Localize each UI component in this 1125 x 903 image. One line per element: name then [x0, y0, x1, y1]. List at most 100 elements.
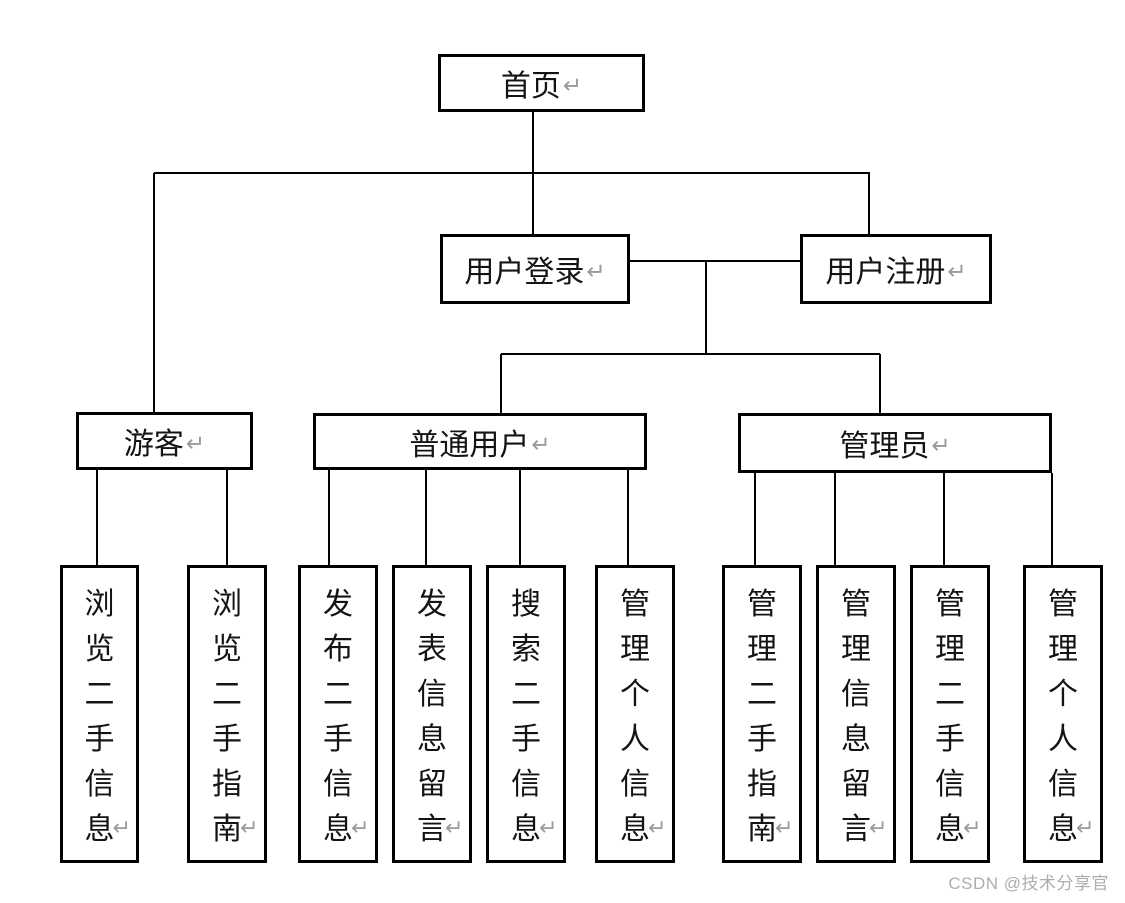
paragraph-return-mark: ↵: [351, 816, 370, 841]
node-browse-secondhand-info: 浏览二手信息↵: [60, 565, 139, 863]
node-regular-user: 普通用户↵: [313, 413, 647, 470]
connector-line: [627, 470, 629, 565]
node-label-char: 指: [212, 768, 242, 801]
paragraph-return-mark: ↵: [586, 259, 606, 285]
node-search-secondhand-info: 搜索二手信息↵: [486, 565, 566, 863]
node-label-char: 索: [511, 633, 541, 666]
node-label-char: 息: [841, 723, 871, 756]
node-label-char: 理: [620, 633, 650, 666]
node-admin: 管理员↵: [738, 413, 1052, 473]
paragraph-return-mark: ↵: [775, 816, 794, 841]
paragraph-return-mark: ↵: [963, 816, 982, 841]
connector-line: [425, 470, 427, 565]
node-label-char: 二: [212, 678, 242, 711]
node-label-char: 指: [747, 768, 777, 801]
node-label: 管理员: [839, 430, 930, 463]
node-label-char: 个: [1048, 678, 1078, 711]
connector-line: [96, 470, 98, 565]
node-label-char: 人: [620, 723, 650, 756]
node-label-char: 管: [620, 588, 650, 621]
connector-line: [868, 173, 870, 234]
node-label-char: 管: [841, 588, 871, 621]
node-label-char: 信: [511, 768, 541, 801]
connector-line: [501, 353, 880, 355]
connector-line: [226, 470, 228, 565]
paragraph-return-mark: ↵: [240, 816, 259, 841]
node-label-char: 布: [323, 633, 353, 666]
node-label-char: 浏: [84, 588, 115, 621]
node-label-char: 搜: [511, 588, 541, 621]
connector-line: [1051, 473, 1053, 565]
node-label-char: 南↵: [747, 813, 794, 846]
node-label-char: 二: [747, 678, 777, 711]
paragraph-return-mark: ↵: [531, 431, 551, 458]
node-label-char: 浏: [212, 588, 242, 621]
paragraph-return-mark: ↵: [947, 259, 967, 285]
node-label-char: 手: [747, 723, 777, 756]
node-label-char: 表: [417, 633, 447, 666]
csdn-watermark: CSDN @技术分享官: [948, 874, 1109, 893]
node-label-char: 手: [212, 723, 242, 756]
node-register: 用户注册↵: [800, 234, 992, 304]
node-label-char: 信: [935, 768, 965, 801]
node-label-char: 二: [84, 678, 115, 711]
node-manage-info-message: 管理信息留言↵: [816, 565, 896, 863]
node-label-char: 息↵: [511, 813, 558, 846]
node-label-char: 二: [323, 678, 353, 711]
connector-line: [943, 473, 945, 565]
node-label-char: 手: [511, 723, 541, 756]
node-label-char: 手: [84, 723, 115, 756]
node-manage-secondhand-info: 管理二手信息↵: [910, 565, 990, 863]
node-label-char: 信: [841, 678, 871, 711]
node-label-char: 理: [747, 633, 777, 666]
connector-line: [154, 172, 870, 174]
node-label-char: 二: [935, 678, 965, 711]
node-label-char: 息↵: [620, 813, 667, 846]
node-publish-secondhand-info: 发布二手信息↵: [298, 565, 378, 863]
paragraph-return-mark: ↵: [562, 73, 583, 99]
paragraph-return-mark: ↵: [869, 816, 888, 841]
node-label-char: 手: [935, 723, 965, 756]
node-visitor: 游客↵: [76, 412, 253, 470]
paragraph-return-mark: ↵: [445, 816, 464, 841]
connector-line: [754, 473, 756, 565]
node-label: 游客: [123, 428, 184, 461]
connector-line: [519, 470, 521, 565]
node-label-char: 言↵: [417, 813, 464, 846]
node-label-char: 发: [323, 588, 353, 621]
node-label-char: 信: [620, 768, 650, 801]
node-label-char: 手: [323, 723, 353, 756]
node-label-char: 信: [84, 768, 115, 801]
node-label-char: 管: [1048, 588, 1078, 621]
node-label-char: 留: [417, 768, 447, 801]
paragraph-return-mark: ↵: [1076, 816, 1095, 841]
node-manage-personal-info-admin: 管理个人信息↵: [1023, 565, 1103, 863]
node-label-char: 言↵: [841, 813, 888, 846]
connector-line: [500, 354, 502, 413]
node-label-char: 息: [417, 723, 447, 756]
node-label-char: 理: [935, 633, 965, 666]
node-label-char: 管: [935, 588, 965, 621]
node-label-char: 息↵: [84, 813, 131, 846]
paragraph-return-mark: ↵: [648, 816, 667, 841]
paragraph-return-mark: ↵: [539, 816, 558, 841]
connector-line: [153, 173, 155, 412]
node-label-char: 息↵: [935, 813, 982, 846]
node-label-char: 发: [417, 588, 447, 621]
node-label-char: 留: [841, 768, 871, 801]
node-label: 用户登录: [464, 256, 585, 289]
node-label-char: 理: [841, 633, 871, 666]
node-label-char: 览: [212, 633, 242, 666]
connector-line: [328, 470, 330, 565]
paragraph-return-mark: ↵: [112, 816, 131, 841]
connector-line: [879, 354, 881, 413]
node-label-char: 二: [511, 678, 541, 711]
node-label-char: 南↵: [212, 813, 259, 846]
node-label-char: 个: [620, 678, 650, 711]
node-browse-secondhand-guide: 浏览二手指南↵: [187, 565, 267, 863]
node-login: 用户登录↵: [440, 234, 630, 304]
node-label-char: 管: [747, 588, 777, 621]
node-home: 首页↵: [438, 54, 645, 112]
node-label-char: 息↵: [323, 813, 370, 846]
